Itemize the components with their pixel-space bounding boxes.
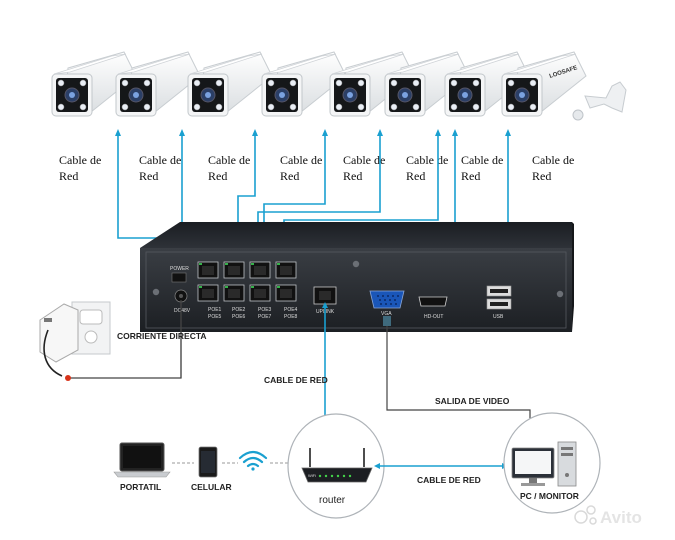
camera-8 [501, 51, 587, 117]
pc-monitor-icon [511, 441, 577, 487]
usb-label: USB [493, 314, 504, 320]
hdmi-label: HD-OUT [424, 314, 443, 320]
camera-4 [261, 51, 347, 117]
camera-3 [187, 51, 273, 117]
screw-icon [152, 288, 160, 296]
router-icon: WiFi [301, 448, 373, 483]
poe-label-4: POE4 [284, 307, 298, 313]
cable-label-1: Cable de [59, 153, 101, 167]
camera-6 [384, 51, 470, 117]
router-tag: WiFi [308, 473, 316, 478]
video-out-label: SALIDA DE VIDEO [435, 396, 510, 406]
hdmi-port[interactable] [418, 296, 448, 307]
cable-label-3-line2: Red [208, 169, 227, 183]
camera-1 [51, 51, 137, 117]
vga-port[interactable] [369, 290, 405, 309]
vga-label: VGA [381, 311, 392, 317]
camera-5 [329, 51, 415, 117]
nvr-top-cover [140, 222, 572, 248]
power-plug-tip [65, 375, 71, 381]
laptop-icon [113, 442, 171, 478]
router-pc-cable-label: CABLE DE RED [417, 475, 481, 485]
dc-label: DC48V [174, 308, 191, 314]
poe-label-8: POE8 [284, 314, 298, 320]
cable-label-2-line2: Red [139, 169, 158, 183]
vga-plug-icon [383, 316, 391, 326]
poe-label-5: POE5 [208, 314, 222, 320]
poe-label-6: POE6 [232, 314, 246, 320]
cable-label-6-line2: Red [406, 169, 425, 183]
cable-label-4-line2: Red [280, 169, 299, 183]
camera-2 [115, 51, 201, 117]
laptop-label: PORTATIL [120, 482, 161, 492]
cable-labels: Cable de Red Cable de Red Cable de Red Cable d… [59, 153, 574, 183]
router-label: router [319, 495, 346, 506]
cable-label-3: Cable de [208, 153, 250, 167]
phone-label: CELULAR [191, 482, 232, 492]
camera-mount-bracket [572, 81, 627, 121]
wifi-icon [238, 450, 268, 471]
poe-label-7: POE7 [258, 314, 272, 320]
power-adapter [39, 300, 182, 381]
uplink-cable-label: CABLE DE RED [264, 375, 328, 385]
poe-label-2: POE2 [232, 307, 246, 313]
poe-label-1: POE1 [208, 307, 222, 313]
watermark: Avito [574, 505, 642, 527]
cable-label-7: Cable de [461, 153, 503, 167]
cable-label-4: Cable de [280, 153, 322, 167]
cable-label-8: Cable de [532, 153, 574, 167]
cable-label-1-line2: Red [59, 169, 78, 183]
adapter-body-icon [39, 303, 79, 363]
cable-label-8-line2: Red [532, 169, 551, 183]
video-cable [386, 316, 531, 428]
watermark-text: Avito [600, 508, 642, 527]
cable-label-5-line2: Red [343, 169, 362, 183]
screw-icon [556, 290, 564, 298]
power-label: POWER [170, 266, 189, 272]
nvr-recorder: POWER DC48V POE1 POE2 POE3 POE4 POE5 POE… [140, 222, 574, 332]
power-switch[interactable] [171, 272, 187, 283]
cable-label-5: Cable de [343, 153, 385, 167]
camera-row [51, 51, 587, 117]
phone-icon [198, 446, 218, 478]
cable-label-2: Cable de [139, 153, 181, 167]
power-supply-label: CORRIENTE DIRECTA [117, 331, 207, 341]
poe-label-3: POE3 [258, 307, 272, 313]
screw-icon [352, 260, 360, 268]
pc-label: PC / MONITOR [520, 491, 579, 501]
cable-label-7-line2: Red [461, 169, 480, 183]
cable-label-6: Cable de [406, 153, 448, 167]
poe-port-grid [197, 261, 297, 302]
